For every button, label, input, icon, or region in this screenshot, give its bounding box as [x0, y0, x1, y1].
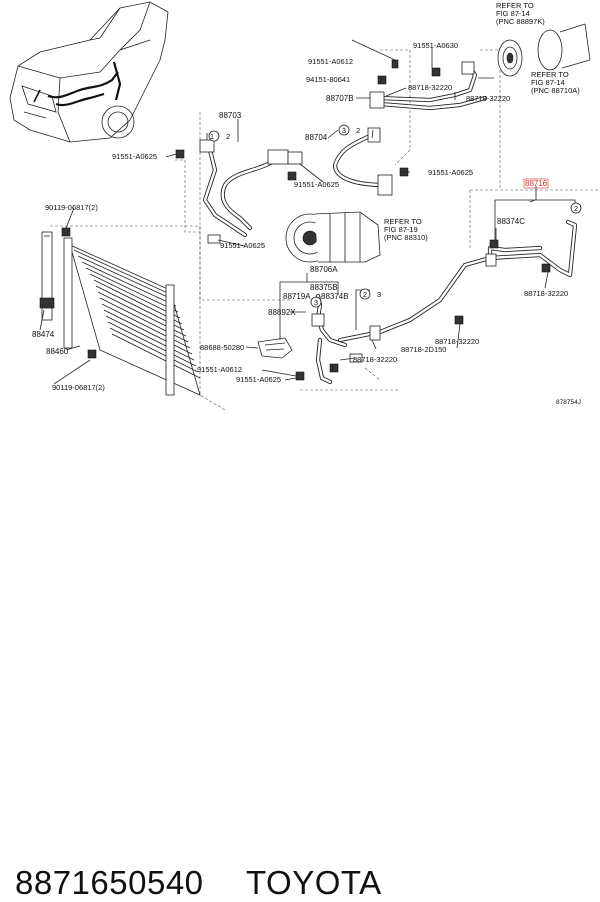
- label-refer-right-1: REFER TO: [531, 70, 569, 79]
- label-88719a: 88719A: [283, 292, 311, 301]
- label-circle-1a: 1: [210, 132, 214, 141]
- label-91551-a0625-e: 91551-A0625: [236, 375, 281, 384]
- callout-3b: [310, 296, 322, 308]
- label-88716: 88716: [525, 179, 548, 188]
- label-88704: 88704: [305, 133, 328, 142]
- label-refer-top-1: REFER TO: [496, 1, 534, 10]
- label-88706a: 88706A: [310, 265, 338, 274]
- label-88718-32220-d: 88718-32220: [353, 355, 397, 364]
- label-refer-mid-2: FIG 87-19: [384, 225, 418, 234]
- label-refer-mid-1: REFER TO: [384, 217, 422, 226]
- label-91551-a0612-b: 91551-A0612: [197, 365, 242, 374]
- compressor-clutch: [497, 23, 591, 77]
- label-circle-3b-text: 3: [377, 290, 381, 299]
- label-circle-2c: 2: [574, 204, 578, 213]
- label-88718-32220-e: 88718-32220: [435, 337, 479, 346]
- label-88718-32220-a: 88718-32220: [408, 83, 452, 92]
- label-91551-a0625-d: 91551-A0625: [220, 241, 265, 250]
- label-refer-top-2: FIG 87-14: [496, 9, 530, 18]
- label-88703: 88703: [219, 111, 242, 120]
- figure-code: 878754J: [556, 399, 581, 406]
- label-91551-a0625-b: 91551-A0625: [428, 168, 473, 177]
- label-90119-06817-a: 90119-06817(2): [45, 203, 98, 212]
- label-refer-right-2: FIG 87-14: [531, 78, 565, 87]
- callout-3a: [338, 124, 350, 136]
- label-88718-32220-c: 88718-32220: [524, 289, 568, 298]
- brand-name: TOYOTA: [246, 864, 382, 901]
- label-91551-a0625-a: 91551-A0625: [112, 152, 157, 161]
- label-88460: 88460: [46, 347, 69, 356]
- label-refer-right-3: (PNC 88710A): [531, 86, 580, 95]
- label-88375b: 88375B: [310, 283, 338, 292]
- label-refer-mid-3: (PNC 88310): [384, 233, 428, 242]
- label-88374c: 88374C: [497, 217, 525, 226]
- label-circle-2a: 2: [226, 132, 230, 141]
- label-91551-a0625-c: 91551-A0625: [294, 180, 339, 189]
- compressor: [285, 211, 381, 263]
- label-91551-a0630: 91551-A0630: [413, 41, 458, 50]
- car-illustration: [9, 1, 169, 143]
- label-circle-2b: 2: [356, 126, 360, 135]
- label-circle-3b: 3: [314, 298, 318, 307]
- callout-2d: [359, 288, 371, 300]
- label-88474: 88474: [32, 330, 55, 339]
- receiver-dryer-88474: [39, 231, 55, 321]
- footer: 8871650540 TOYOTA: [0, 430, 600, 901]
- label-88374b: 88374B: [321, 292, 349, 301]
- condenser-88460: [63, 237, 201, 396]
- parts-diagram: REFER TO FIG 87-14 (PNC 88897K) REFER TO…: [9, 1, 600, 411]
- label-94151-80641: 94151-80641: [306, 75, 350, 84]
- label-91551-a0612-a: 91551-A0612: [308, 57, 353, 66]
- part-number: 8871650540: [15, 864, 204, 901]
- callout-2c: [570, 202, 582, 214]
- highlight-box-88716: [523, 178, 549, 189]
- label-88688-50280: 88688-50280: [200, 343, 244, 352]
- callout-1a: [208, 130, 220, 142]
- label-88718-32220-b: 88718-32220: [466, 94, 510, 103]
- label-88892x: 88892X: [268, 308, 296, 317]
- label-88707b: 88707B: [326, 94, 354, 103]
- label-88718-2d150: 88718-2D150: [401, 345, 446, 354]
- label-90119-06817-b: 90119-06817(2): [52, 383, 105, 392]
- label-circle-2d: 2: [363, 290, 367, 299]
- label-refer-top-3: (PNC 88897K): [496, 17, 545, 26]
- label-circle-3a: 3: [342, 126, 346, 135]
